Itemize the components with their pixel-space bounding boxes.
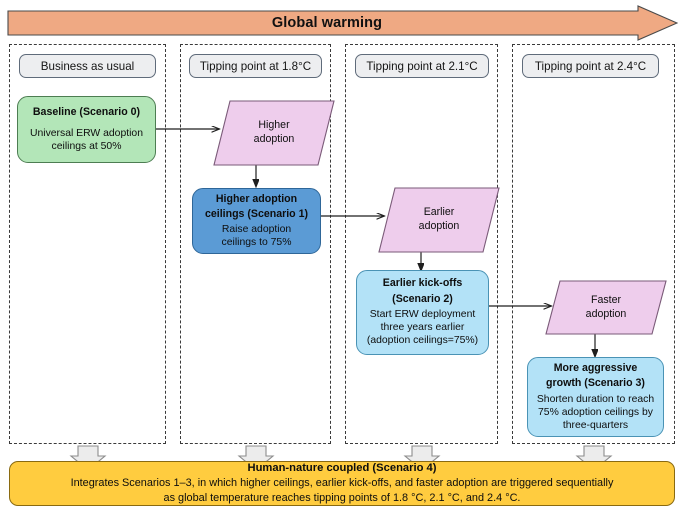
trigger-earlier-adoption[interactable]: Earlier adoption (378, 187, 500, 253)
column-header-label: Business as usual (40, 59, 135, 73)
node-title-line-2: ceilings (Scenario 1) (204, 207, 309, 220)
node-title-line-1: Earlier kick-offs (382, 277, 463, 290)
node-scenario-1[interactable]: Higher adoption ceilings (Scenario 1) Ra… (192, 188, 321, 254)
node-title-line-1: More aggressive (553, 362, 638, 374)
node-title-line-2: (Scenario 2) (392, 292, 453, 305)
global-warming-banner: Global warming (7, 5, 678, 41)
column-tipping-1-8 (180, 44, 331, 444)
column-header-tipping-1-8: Tipping point at 1.8°C (189, 54, 322, 78)
summary-line-1: Integrates Scenarios 1–3, in which highe… (70, 477, 614, 490)
trigger-label: Faster adoption (545, 280, 667, 335)
node-body-line-3: three-quarters (562, 419, 629, 431)
column-business-as-usual (9, 44, 166, 444)
column-header-label: Tipping point at 2.4°C (534, 59, 647, 73)
trigger-line-1: Higher (258, 119, 290, 132)
summary-title: Human-nature coupled (Scenario 4) (247, 462, 437, 475)
banner-label: Global warming (271, 15, 383, 31)
column-tipping-2-4 (512, 44, 675, 444)
node-body-line-1: Shorten duration to reach (536, 393, 655, 405)
node-body-line-1: Start ERW deployment (369, 309, 476, 321)
node-title: Baseline (Scenario 0) (32, 106, 141, 119)
node-body-line-1: Raise adoption (221, 224, 292, 236)
node-scenario-2[interactable]: Earlier kick-offs (Scenario 2) Start ERW… (356, 270, 489, 355)
node-baseline-scenario-0[interactable]: Baseline (Scenario 0) Universal ERW adop… (17, 96, 156, 163)
trigger-label: Higher adoption (213, 100, 335, 166)
trigger-line-2: adoption (585, 307, 627, 320)
trigger-higher-adoption[interactable]: Higher adoption (213, 100, 335, 166)
summary-line-2: as global temperature reaches tipping po… (163, 492, 521, 504)
node-body-line-2: ceilings at 50% (51, 140, 122, 152)
trigger-line-1: Faster (590, 293, 622, 306)
column-tipping-2-1 (345, 44, 498, 444)
trigger-line-2: adoption (253, 133, 295, 145)
node-title-line-2: growth (Scenario 3) (546, 377, 645, 390)
column-header-label: Tipping point at 2.1°C (366, 59, 478, 73)
trigger-line-2: adoption (418, 220, 460, 232)
node-title-line-1: Higher adoption (215, 192, 298, 205)
column-header-tipping-2-1: Tipping point at 2.1°C (355, 54, 489, 78)
right-arrow-icon (7, 5, 678, 41)
node-scenario-4-summary[interactable]: Human-nature coupled (Scenario 4) Integr… (9, 461, 675, 506)
node-body-line-2: three years earlier (380, 322, 465, 334)
node-body-line-1: Universal ERW adoption (29, 127, 143, 139)
trigger-label: Earlier adoption (378, 187, 500, 253)
node-scenario-3[interactable]: More aggressive growth (Scenario 3) Shor… (527, 357, 664, 437)
column-header-business-as-usual: Business as usual (19, 54, 156, 78)
trigger-faster-adoption[interactable]: Faster adoption (545, 280, 667, 335)
node-body-line-2: ceilings to 75% (221, 237, 292, 249)
column-header-tipping-2-4: Tipping point at 2.4°C (522, 54, 659, 78)
column-header-label: Tipping point at 1.8°C (199, 59, 312, 73)
node-body-line-2: 75% adoption ceilings by (538, 406, 653, 418)
node-body-line-3: (adoption ceilings=75%) (366, 335, 479, 347)
trigger-line-1: Earlier (423, 206, 455, 219)
